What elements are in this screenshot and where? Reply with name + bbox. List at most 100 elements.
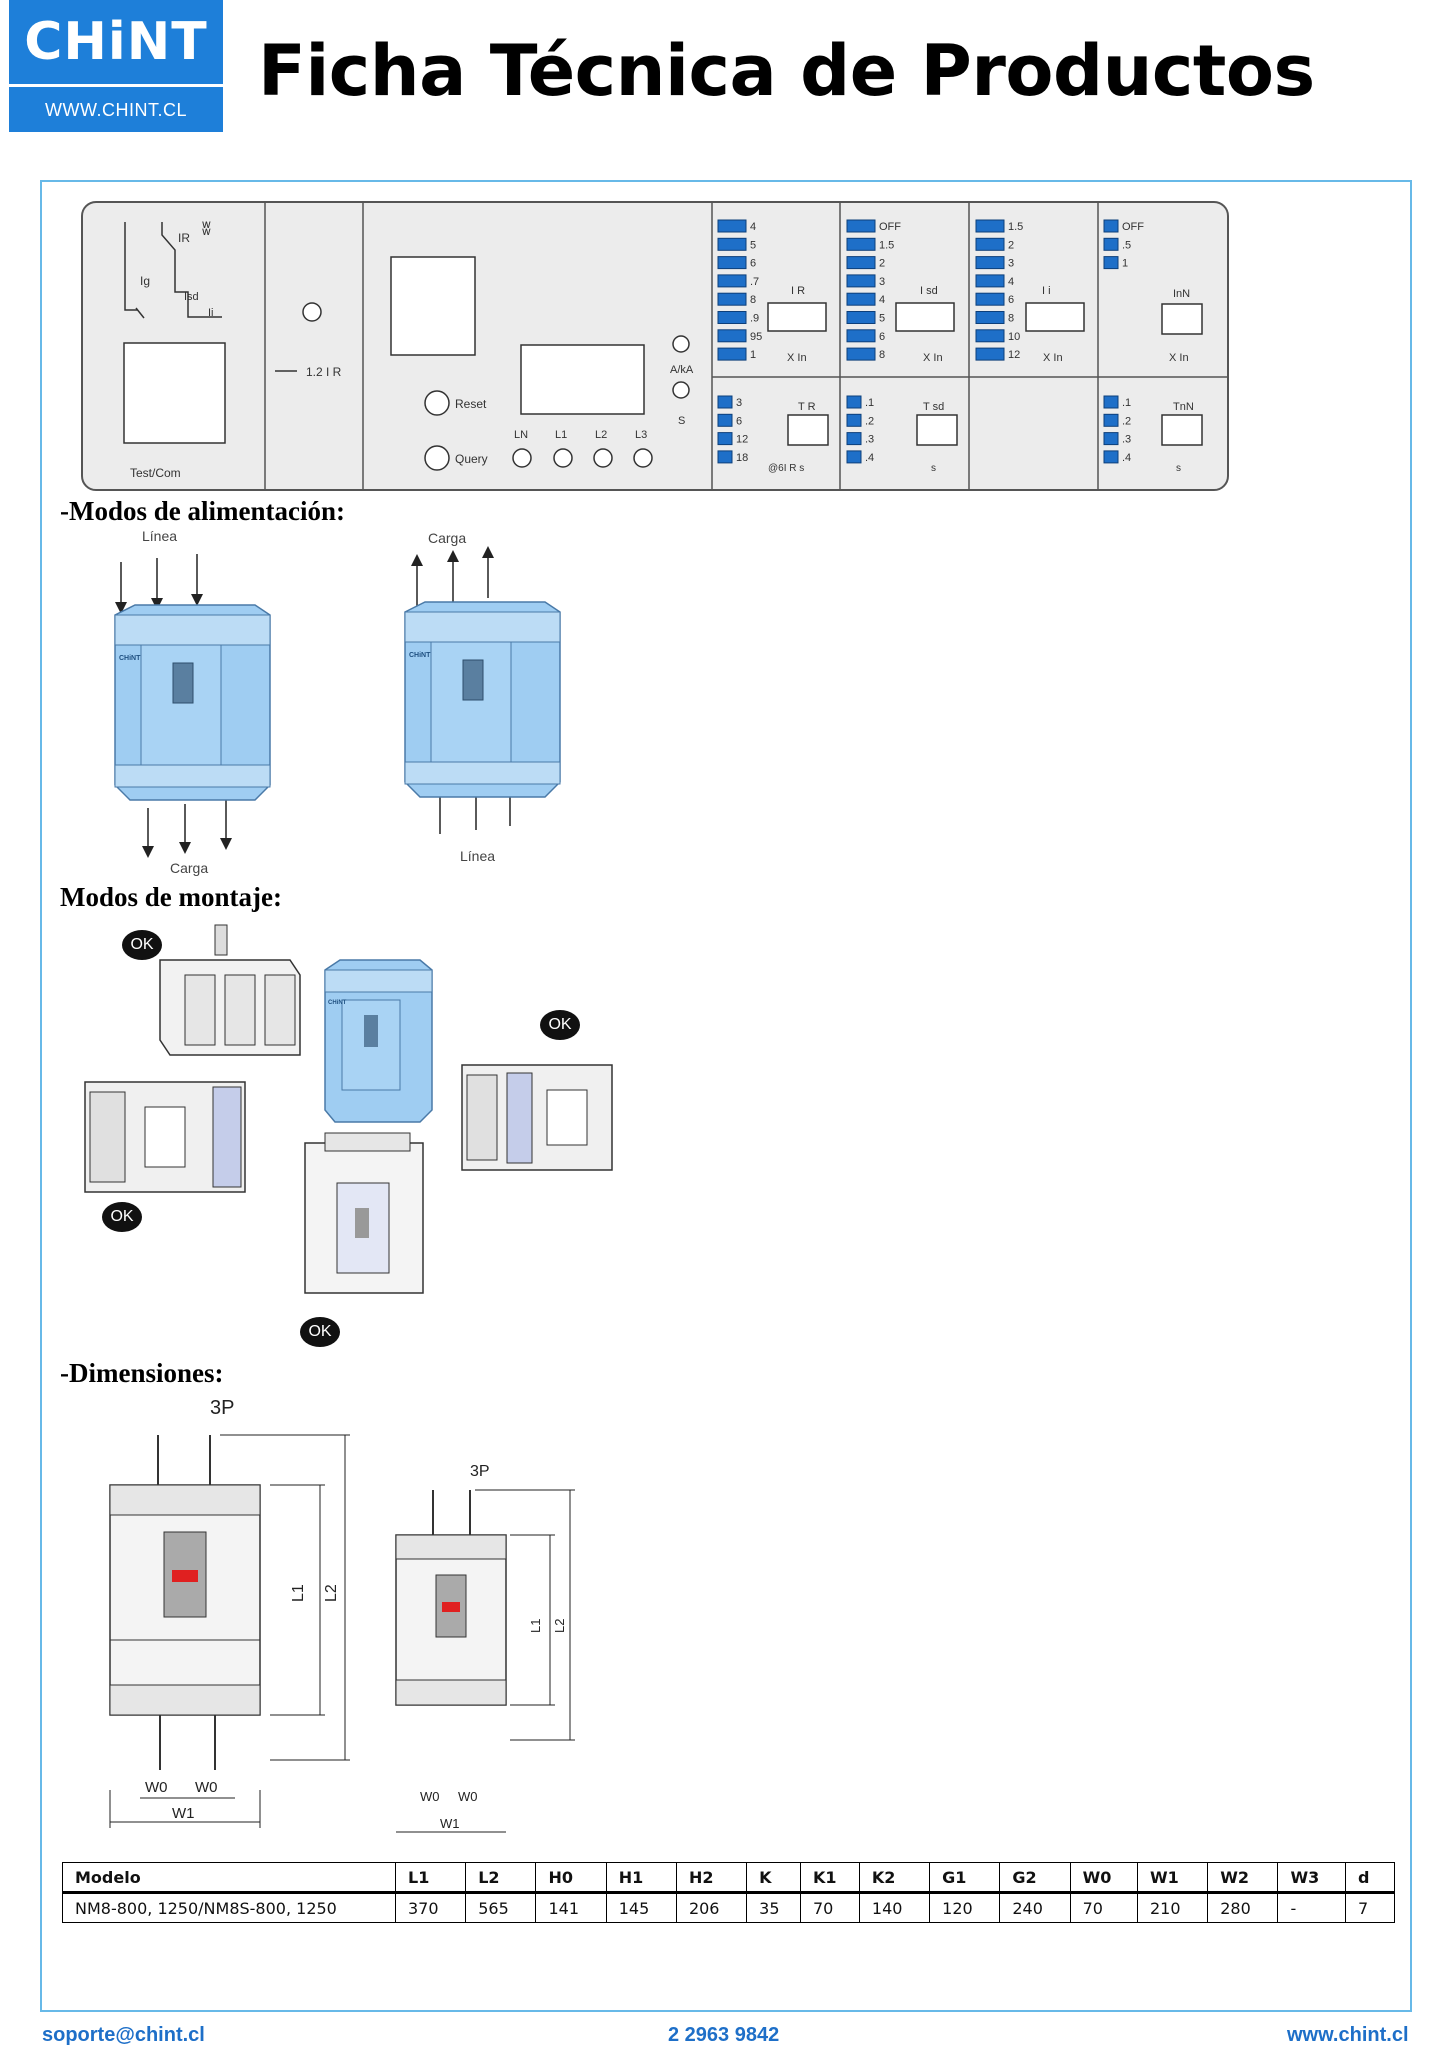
svg-text:CHiNT: CHiNT: [119, 655, 141, 662]
ok-badge: OK: [122, 930, 162, 960]
table-cell: 35: [746, 1892, 801, 1923]
dip-switch: [717, 311, 747, 324]
breaker-front-grey: [304, 1132, 424, 1294]
panel-ir-label: IR: [178, 231, 190, 245]
dip-switch: [975, 219, 1005, 233]
ir-unit: X In: [787, 352, 807, 364]
panel-ii-label: Ii: [208, 307, 214, 319]
left-top-caption: Línea: [142, 528, 177, 544]
inn-title: InN: [1173, 288, 1190, 300]
panel-reset-button: [424, 390, 450, 416]
panel-leds: LN L1 L2 L3: [512, 429, 653, 468]
page-title: Ficha Técnica de Productos: [258, 30, 1315, 112]
dip-switch: [717, 219, 747, 233]
section-dimensiones-heading: -Dimensiones:: [60, 1358, 224, 1388]
dip-switch: [717, 292, 747, 306]
table-cell: -: [1277, 1892, 1346, 1923]
dip-switch-value: 3: [736, 397, 742, 409]
isd-title: I sd: [920, 285, 938, 297]
label-w0-large-b: W0: [195, 1779, 218, 1796]
col-k1: K1: [799, 1862, 860, 1894]
dip-switch-value: .2: [865, 415, 874, 427]
dip-switch-value: 4: [1008, 276, 1014, 288]
col-g1: G1: [929, 1862, 1001, 1894]
dip-switch: [1103, 395, 1119, 409]
ii-value-box: [1025, 302, 1085, 332]
table-cell: 141: [535, 1892, 607, 1923]
tsd-unit: s: [931, 463, 936, 474]
tsd-title: T sd: [923, 401, 944, 413]
ok-badge: OK: [540, 1010, 580, 1040]
dip-switch-value: 3: [1008, 258, 1014, 270]
inn-unit: X In: [1169, 352, 1189, 364]
col-d: d: [1345, 1862, 1395, 1894]
panel-aka-led: [672, 335, 690, 353]
col-h1: H1: [605, 1862, 677, 1894]
dip-switch-groups: 456.78.9951OFF1.52345681.5234681012OFF.5…: [717, 219, 1144, 464]
dip-switch-value: 8: [879, 349, 885, 361]
dip-switch: [975, 329, 1005, 343]
table-cell: 206: [675, 1892, 748, 1923]
content-frame: [40, 180, 1412, 2012]
dip-switch: [975, 292, 1005, 306]
breaker-side-right: [461, 1064, 613, 1171]
spec-table: Modelo L1 L2 H0 H1 H2 K K1 K2 G1 G2 W0 W…: [62, 1862, 1395, 1923]
tr-unit: @6I R s: [768, 463, 804, 474]
ii-unit: X In: [1043, 352, 1063, 364]
breaker-load-top: CHiNT: [404, 601, 561, 798]
footer-email-link[interactable]: soporte@chint.cl: [42, 2024, 205, 2046]
dip-switch-value: 5: [750, 239, 756, 251]
panel-screen-small: [390, 256, 476, 356]
dip-switch-value: 1.5: [879, 239, 894, 251]
dip-switch-value: 6: [750, 258, 756, 270]
dip-switch-value: .9: [750, 313, 759, 325]
label-l1-large: L1: [290, 1584, 307, 1602]
dip-switch: [717, 329, 747, 343]
col-h0: H0: [535, 1862, 607, 1894]
dip-switch-value: 95: [750, 331, 762, 343]
dip-switch: [1103, 450, 1119, 464]
led-label-l1: L1: [555, 429, 567, 441]
section-montaje-heading: Modos de montaje:: [60, 882, 282, 912]
dip-switch: [1103, 413, 1119, 427]
dip-switch-value: OFF: [879, 221, 901, 233]
table-cell: 70: [799, 1892, 860, 1923]
dip-switch: [846, 256, 876, 270]
dip-switch: [975, 237, 1005, 251]
ii-title: I i: [1042, 285, 1051, 297]
col-g2: G2: [999, 1862, 1071, 1894]
panel-test-com: Test/Com: [130, 466, 181, 480]
dip-switch: [846, 395, 862, 409]
label-w1-large: W1: [172, 1805, 195, 1822]
dip-switch-value: 4: [879, 294, 885, 306]
dip-switch: [846, 347, 876, 361]
led-label-ln: LN: [514, 429, 528, 441]
dip-switch-value: 10: [1008, 331, 1020, 343]
table-cell: 280: [1207, 1892, 1279, 1923]
footer-website-link[interactable]: www.chint.cl: [1287, 2024, 1409, 2046]
dip-switch-value: .2: [1122, 415, 1131, 427]
svg-text:CHiNT: CHiNT: [328, 1000, 347, 1006]
dip-switch: [717, 347, 747, 361]
dip-switch: [1103, 432, 1119, 446]
col-w2: W2: [1207, 1862, 1279, 1894]
label-w0-small-a: W0: [420, 1789, 440, 1804]
dip-switch: [717, 413, 733, 427]
table-cell: 145: [605, 1892, 677, 1923]
breaker-dimension-small: [395, 1489, 575, 1833]
ok-badge: OK: [300, 1317, 340, 1347]
breaker-rear-view: [159, 924, 301, 1056]
dip-switch-value: .3: [1122, 434, 1131, 446]
dimensions-drawing: 3P L1 L2 W0 W0 W1 3P: [109, 1397, 575, 1833]
dip-switch-value: .1: [1122, 397, 1131, 409]
dip-switch-value: 6: [879, 331, 885, 343]
dip-switch: [717, 256, 747, 270]
right-bottom-caption: Línea: [460, 848, 495, 864]
isd-value-box: [895, 302, 955, 332]
table-cell: 565: [465, 1892, 537, 1923]
breaker-side-left: [84, 1081, 246, 1193]
dip-switch: [717, 450, 733, 464]
col-h2: H2: [675, 1862, 748, 1894]
col-l1: L1: [394, 1862, 467, 1894]
panel-query-label: Query: [455, 452, 488, 466]
